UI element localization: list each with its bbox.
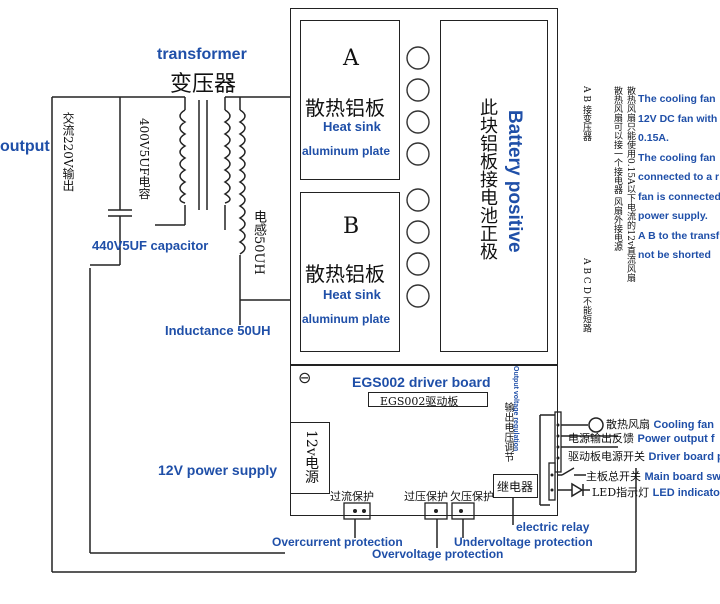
connector-label-cn: 电源输出反馈 <box>568 432 634 445</box>
heatsink-b-cn: 散热铝板 <box>305 262 385 286</box>
driver-board-name-box <box>368 392 488 407</box>
note-en-line: The cooling fan <box>638 93 716 105</box>
note-en-line: The cooling fan <box>638 151 716 164</box>
inductor-label-cn: 电感50UH <box>251 210 266 275</box>
right-connector-list: 散热风扇 Cooling fan 电源输出反馈 Power output f 驱… <box>568 416 720 506</box>
note-cn-fan-spec: 散热风扇只能使用0.15A以下电流的12v直流风扇 <box>625 86 635 283</box>
transformer-label-en: transformer <box>157 46 247 63</box>
connector-label-en: LED indicator <box>652 487 720 499</box>
connector-driver-board-power: 驱动板电源开关 Driver board p <box>568 448 720 464</box>
connector-label-cn: LED指示灯 <box>592 486 650 499</box>
battery-label-en: Battery positive <box>504 110 525 253</box>
note-en-line: 0.15A. <box>638 132 669 144</box>
driver-board-divider <box>290 364 558 366</box>
undervoltage-label-cn: 欠压保护 <box>450 490 494 503</box>
connector-label-en: Power output f <box>637 433 715 445</box>
capacitor-label-en: 440V5UF capacitor <box>92 238 209 253</box>
heatsink-a-cn: 散热铝板 <box>305 96 385 120</box>
heatsink-b-en2: aluminum plate <box>302 312 391 326</box>
note-en-line: not be shorted <box>638 249 711 261</box>
note-en-line: fan is connected <box>638 190 720 203</box>
heatsink-b-panel <box>300 192 400 352</box>
note-cn-no-short: A B C D 不能短路 <box>581 258 591 333</box>
relay-label-en: electric relay <box>516 520 590 534</box>
relay-label-cn: 继电器 <box>497 480 534 494</box>
power-supply-box <box>290 422 330 494</box>
note-en-line: A B to the transf <box>638 229 720 242</box>
ac-output-label-cn: 交流220V输出 <box>61 112 75 192</box>
heatsink-a-en2: aluminum plate <box>302 144 391 158</box>
connector-label-cn: 驱动板电源开关 <box>568 450 645 463</box>
overvoltage-label-en: Overvoltage protection <box>372 547 504 561</box>
heatsink-a-letter: A <box>343 46 359 71</box>
heatsink-a-en1: Heat sink <box>323 119 381 134</box>
transformer-label-cn: 变压器 <box>170 72 237 97</box>
relay-box <box>493 474 538 498</box>
transformer-primary-coil <box>179 109 187 204</box>
battery-label-cn: 此块铝板接电池正极 <box>477 98 498 260</box>
output-voltage-label-en: Output voltage regulation <box>512 366 519 452</box>
connector-label-en: Cooling fan <box>653 419 715 431</box>
transformer-secondary-coil <box>223 109 231 204</box>
heatsink-a-panel <box>300 20 400 180</box>
connector-main-switch: 主板总开关 Main board switch <box>586 468 720 484</box>
note-en-line: power supply. <box>638 210 708 222</box>
connector-label-cn: 散热风扇 <box>606 418 650 431</box>
connector-label-en: Driver board p <box>648 451 720 463</box>
connector-label-cn: 主板总开关 <box>586 470 641 483</box>
output-voltage-label-cn: 输出电压调节 <box>502 402 513 462</box>
output-label-en: output <box>0 138 50 155</box>
main-board-outline <box>290 8 558 516</box>
connector-label-en: Main board switch <box>644 471 720 483</box>
inductor-label-en: Inductance 50UH <box>165 323 271 338</box>
inductor-coil <box>238 109 246 255</box>
overcurrent-label-en: Overcurrent protection <box>272 535 403 549</box>
capacitor-label-cn: 400V5UF电容 <box>137 118 151 200</box>
battery-plate-panel <box>440 20 548 352</box>
notes-en-block: The cooling fan 12V DC fan with 0.15A. T… <box>638 90 720 266</box>
connector-cooling-fan: 散热风扇 Cooling fan <box>606 416 714 432</box>
undervoltage-label-en: Undervoltage protection <box>454 535 593 549</box>
power-supply-label-cn: 12v电源 <box>303 430 319 484</box>
heatsink-b-letter: B <box>343 214 360 239</box>
note-en-line: 12V DC fan with <box>638 112 718 125</box>
minus-symbol: ⊖ <box>298 368 312 387</box>
note-cn-ab-transformer: A B 接变压器 <box>581 86 591 141</box>
driver-board-label-cn: EGS002驱动板 <box>380 395 459 408</box>
power-supply-label-en: 12V power supply <box>158 462 278 478</box>
driver-board-label-en: EGS002 driver board <box>352 374 491 390</box>
overvoltage-label-cn: 过压保护 <box>404 490 448 503</box>
connector-led-indicator: LED指示灯 LED indicator <box>592 484 720 500</box>
connector-power-output: 电源输出反馈 Power output f <box>568 430 715 446</box>
note-en-line: connected to a r <box>638 171 720 183</box>
overcurrent-label-cn: 过流保护 <box>330 490 374 503</box>
note-cn-fan-external: 散热风扇可以接一个接电器 风扇外接电源 <box>612 86 622 251</box>
heatsink-b-en1: Heat sink <box>323 287 381 302</box>
